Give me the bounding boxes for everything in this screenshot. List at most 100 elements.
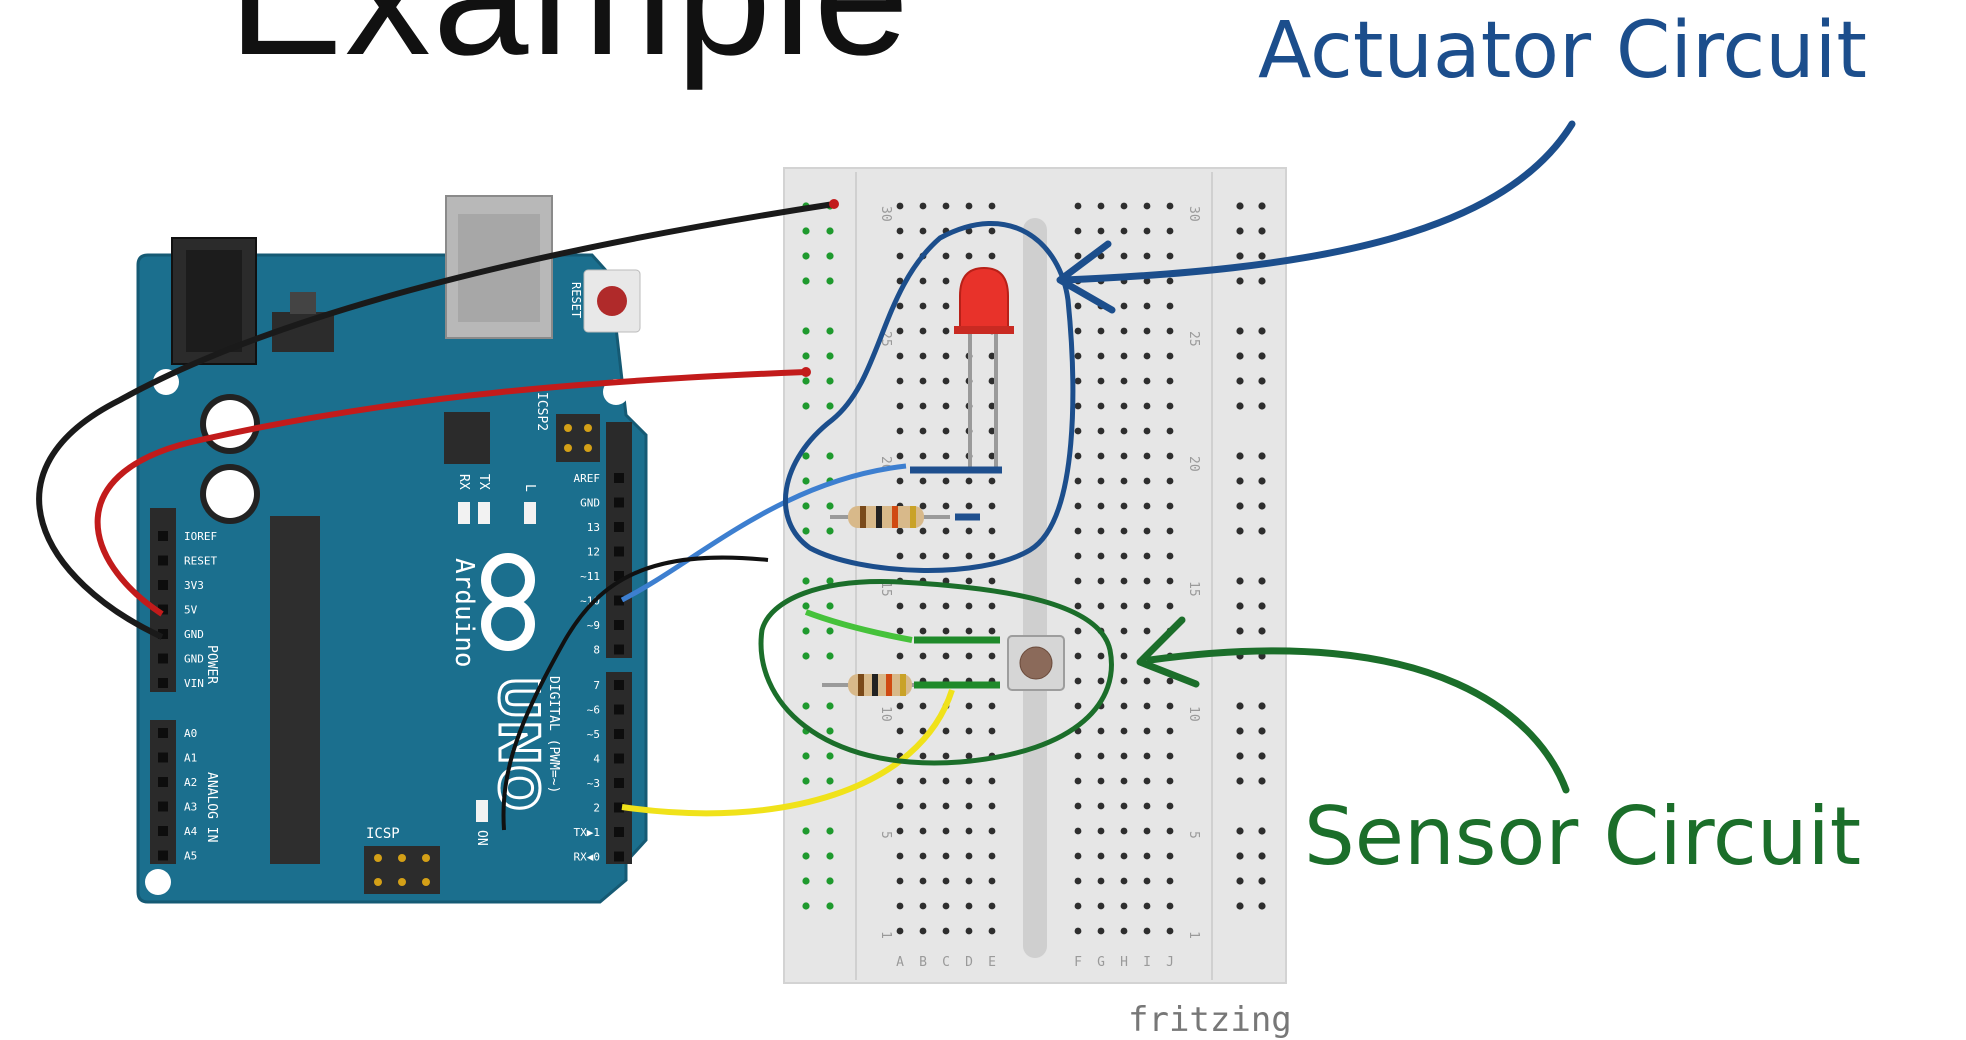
breadboard-hole xyxy=(1166,677,1174,685)
rail-hole xyxy=(826,402,834,410)
breadboard-hole xyxy=(919,902,927,910)
rail-hole xyxy=(1236,202,1244,210)
breadboard-hole xyxy=(1120,802,1128,810)
breadboard-hole xyxy=(942,752,950,760)
breadboard-hole xyxy=(1143,202,1151,210)
breadboard-hole xyxy=(1120,827,1128,835)
breadboard-hole xyxy=(919,202,927,210)
breadboard-hole xyxy=(1074,827,1082,835)
rail-hole xyxy=(802,827,810,835)
breadboard-hole xyxy=(942,427,950,435)
breadboard-hole xyxy=(988,527,996,535)
on-label: ON xyxy=(474,830,489,846)
breadboard-hole xyxy=(1074,202,1082,210)
breadboard-hole xyxy=(1143,752,1151,760)
breadboard-hole xyxy=(896,702,904,710)
breadboard-hole xyxy=(942,402,950,410)
breadboard-hole xyxy=(1166,777,1174,785)
breadboard-hole xyxy=(1166,827,1174,835)
breadboard-hole xyxy=(919,227,927,235)
pin-label: VIN xyxy=(184,677,204,690)
breadboard-hole xyxy=(1097,202,1105,210)
breadboard-hole xyxy=(942,277,950,285)
breadboard-hole xyxy=(896,777,904,785)
rail-hole xyxy=(1258,627,1266,635)
rail-hole xyxy=(1236,227,1244,235)
rail-hole xyxy=(1236,877,1244,885)
rail-hole xyxy=(802,277,810,285)
breadboard-hole xyxy=(1166,602,1174,610)
l-label: L xyxy=(522,484,537,492)
breadboard-hole xyxy=(919,602,927,610)
breadboard-column-letter: B xyxy=(919,955,927,970)
rail-hole xyxy=(802,252,810,260)
header-pin xyxy=(158,678,168,688)
breadboard-hole xyxy=(965,727,973,735)
breadboard-hole xyxy=(1166,752,1174,760)
breadboard-hole xyxy=(1097,677,1105,685)
breadboard-hole xyxy=(942,252,950,260)
breadboard-hole xyxy=(1097,552,1105,560)
rail-hole xyxy=(1236,702,1244,710)
header-pin xyxy=(614,704,624,715)
rail-hole xyxy=(826,852,834,860)
breadboard-hole xyxy=(965,502,973,510)
breadboard-hole xyxy=(1166,352,1174,360)
breadboard-hole xyxy=(1097,227,1105,235)
actuator-circuit-label: Actuator Circuit xyxy=(1258,6,1867,96)
breadboard-hole xyxy=(896,877,904,885)
breadboard-hole xyxy=(965,927,973,935)
rail-hole xyxy=(826,352,834,360)
breadboard-hole xyxy=(1074,252,1082,260)
reset-button[interactable] xyxy=(583,269,641,333)
breadboard-hole xyxy=(1120,927,1128,935)
rail-hole xyxy=(1258,852,1266,860)
breadboard-hole xyxy=(1074,352,1082,360)
rail-hole xyxy=(1258,527,1266,535)
breadboard-column-letter: C xyxy=(942,955,950,970)
rail-hole xyxy=(1258,702,1266,710)
breadboard-hole xyxy=(1143,452,1151,460)
pin-label: 2 xyxy=(593,802,600,815)
rail-hole xyxy=(1236,327,1244,335)
rail-hole xyxy=(802,502,810,510)
breadboard-hole xyxy=(1143,602,1151,610)
breadboard-row-number: 30 xyxy=(1186,206,1201,222)
breadboard-hole xyxy=(942,877,950,885)
gnd-wire-black xyxy=(36,201,835,640)
header-pin xyxy=(158,826,168,836)
rail-hole xyxy=(826,752,834,760)
breadboard-hole xyxy=(1166,302,1174,310)
rail-hole xyxy=(1236,502,1244,510)
analog-header xyxy=(150,720,176,864)
breadboard-hole xyxy=(896,527,904,535)
pin-label: RX◀0 xyxy=(574,851,601,864)
breadboard-hole xyxy=(1074,527,1082,535)
breadboard-hole xyxy=(965,702,973,710)
header-pin xyxy=(614,753,624,764)
header-pin xyxy=(158,752,168,763)
breadboard-hole xyxy=(988,227,996,235)
breadboard-hole xyxy=(919,327,927,335)
breadboard-hole xyxy=(919,652,927,660)
breadboard-hole xyxy=(896,827,904,835)
breadboard-hole xyxy=(942,927,950,935)
breadboard-row-number: 1 xyxy=(878,931,893,939)
breadboard-hole xyxy=(942,902,950,910)
rail-hole xyxy=(1236,827,1244,835)
breadboard-hole xyxy=(896,302,904,310)
breadboard-hole xyxy=(1074,427,1082,435)
actuator-arrow-head xyxy=(1056,240,1116,314)
breadboard-hole xyxy=(1074,327,1082,335)
breadboard-hole xyxy=(896,727,904,735)
rail-hole xyxy=(1258,877,1266,885)
breadboard-hole xyxy=(919,377,927,385)
pin-label: GND xyxy=(184,653,204,666)
breadboard-hole xyxy=(988,552,996,560)
breadboard-hole xyxy=(1120,327,1128,335)
rail-hole xyxy=(1258,227,1266,235)
breadboard-hole xyxy=(988,427,996,435)
rail-hole xyxy=(802,602,810,610)
breadboard-hole xyxy=(1097,927,1105,935)
breadboard-column-letter: E xyxy=(988,955,996,970)
